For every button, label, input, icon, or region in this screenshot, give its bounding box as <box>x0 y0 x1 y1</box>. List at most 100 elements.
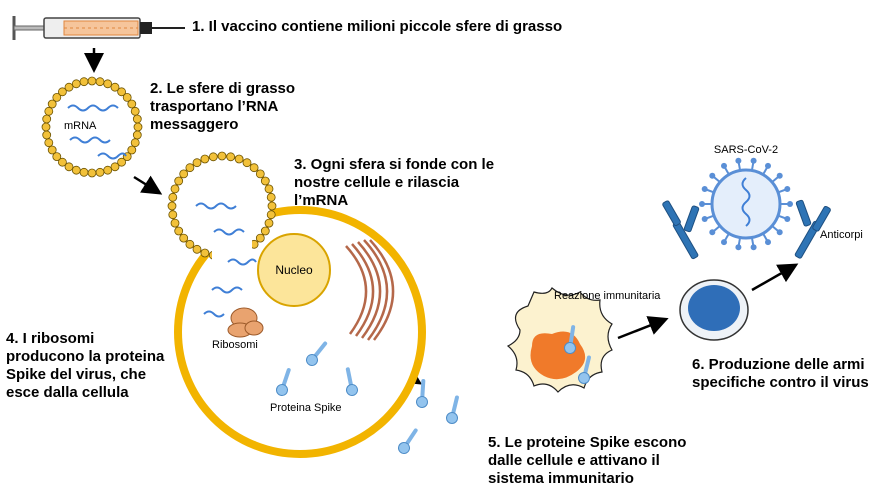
step-5-line: dalle cellule e attivano il <box>488 452 660 469</box>
virus-label: SARS-CoV-2 <box>714 144 778 156</box>
spike-protein-icon <box>440 397 468 425</box>
lipid-head <box>249 163 259 173</box>
lipid-head <box>87 76 97 86</box>
mrna-strand <box>211 286 243 294</box>
lipid-head <box>185 239 195 249</box>
antibody-icon <box>662 200 700 260</box>
step-2-line: messaggero <box>150 116 239 133</box>
lipid-head <box>179 169 189 179</box>
immune-cell <box>506 287 613 393</box>
virus-spike-tip <box>701 186 708 192</box>
lipid-nanoparticle: mRNA <box>41 76 143 178</box>
virus-spike-tip <box>709 229 716 236</box>
mrna-strand <box>67 104 119 112</box>
virus-spike-tip <box>776 229 783 236</box>
ribosome-icon <box>227 307 264 338</box>
immune-reaction-label: Reazione immunitaria <box>554 290 661 302</box>
virus-spike-tip <box>701 216 708 222</box>
syringe-icon <box>12 16 185 40</box>
step-4-line: Spike del virus, che <box>6 366 147 383</box>
lipid-head <box>168 210 178 220</box>
lipid-head <box>264 184 274 194</box>
lipid-head <box>44 106 54 116</box>
lipid-head <box>110 162 120 172</box>
lipid-head <box>71 165 81 175</box>
step-6-line: 6. Produzione delle armi <box>692 356 865 373</box>
lipid-heads <box>41 76 143 178</box>
lipid-head <box>185 163 195 173</box>
lipid-head <box>167 201 177 211</box>
lipid-head <box>132 114 142 124</box>
lipid-head <box>122 93 132 102</box>
lipid-head <box>174 176 184 186</box>
lipid-head <box>217 151 227 161</box>
lipid-head <box>42 114 52 124</box>
lipid-head <box>79 167 89 177</box>
lipid-head <box>47 99 57 109</box>
step-4-line: producono la proteina <box>6 348 165 365</box>
lipid-head <box>208 152 218 162</box>
mrna-strand <box>97 152 127 160</box>
lipid-head <box>260 176 270 186</box>
lipid-head <box>64 162 74 172</box>
step-6-line: specifiche contro il virus <box>692 374 869 391</box>
virus-spike-tip <box>721 162 727 169</box>
step-3-line: nostre cellule e rilascia <box>294 174 460 191</box>
host-cell: Nucleo Ribosomi Proteina Spike <box>167 151 426 458</box>
virus-spike-tip <box>784 216 791 222</box>
virus-spike-tip <box>709 172 716 179</box>
virus-spike-tip <box>787 201 793 207</box>
arrow-2 <box>133 175 163 195</box>
lipid-head <box>133 122 143 132</box>
golgi-apparatus <box>345 239 395 341</box>
lipid-head <box>255 233 265 243</box>
lipid-head <box>260 226 270 236</box>
lipid-head <box>170 184 180 194</box>
lipid-head <box>267 201 277 211</box>
lipid-head <box>242 158 252 168</box>
antibodies-label: Anticorpi <box>820 229 863 241</box>
lipid-head <box>127 99 137 109</box>
step-3-line: 3. Ogni sfera si fonde con le <box>294 156 495 173</box>
virus-spike-tip <box>765 162 771 169</box>
antibody-icon <box>794 199 831 259</box>
nucleus-label: Nucleo <box>275 263 313 277</box>
lipid-head <box>117 87 126 97</box>
lipid-head <box>79 77 89 87</box>
virus-spike-tip <box>750 244 757 251</box>
lipid-head <box>44 138 54 148</box>
lipid-head <box>42 130 52 140</box>
viral-rna <box>741 177 751 227</box>
lipid-head <box>87 168 97 178</box>
lipid-head <box>226 152 236 162</box>
lipid-heads <box>167 151 277 260</box>
nucleus <box>257 233 331 307</box>
lipid-head <box>200 154 210 164</box>
lipid-head <box>192 244 202 254</box>
lipid-head <box>64 82 74 92</box>
virus-spike-tip <box>776 172 783 179</box>
mrna-strand <box>195 202 237 210</box>
mrna-strand <box>213 228 245 236</box>
b-cell <box>679 279 749 341</box>
lipid-head <box>192 158 202 168</box>
lipid-head <box>52 93 62 102</box>
spike-protein-label: Proteina Spike <box>270 402 342 414</box>
arrow-6 <box>751 263 799 292</box>
lipid-head <box>95 167 105 177</box>
lipid-head <box>132 130 142 140</box>
ribosome-label: Ribosomi <box>212 339 258 351</box>
mrna-strand <box>69 136 111 144</box>
step-4-line: esce dalla cellula <box>6 384 129 401</box>
step-4-line: 4. I ribosomi <box>6 330 95 347</box>
lipid-head <box>255 169 265 179</box>
mrna-strand <box>227 258 257 266</box>
spike-protein-icon <box>392 428 425 458</box>
virus-spike-tip <box>735 244 742 251</box>
lipid-head <box>41 122 51 132</box>
